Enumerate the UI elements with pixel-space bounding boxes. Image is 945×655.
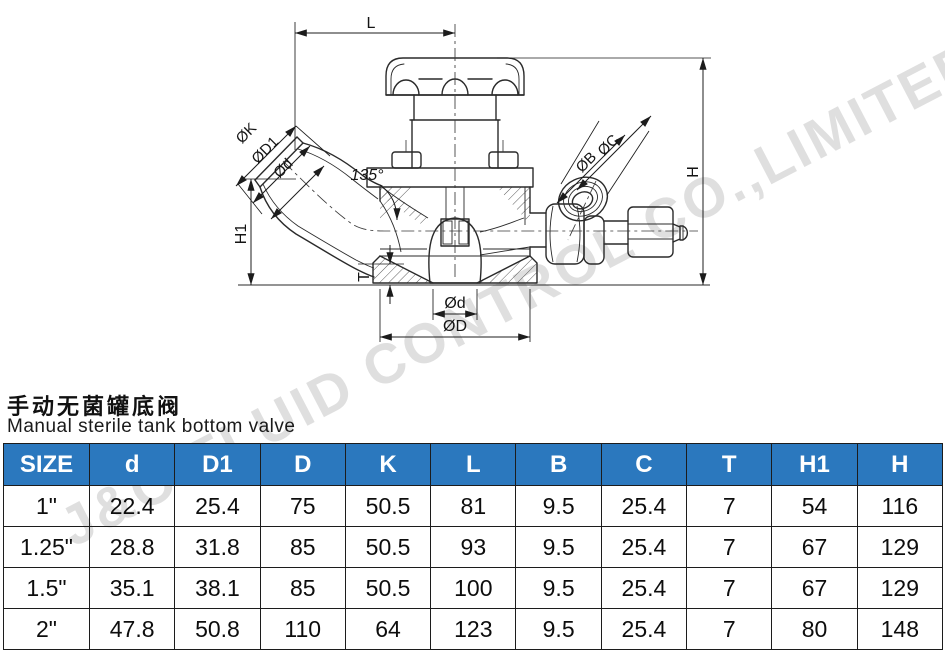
table-header-row: SIZE d D1 D K L B C T H1 H — [3, 443, 944, 486]
section-hatching — [373, 187, 537, 283]
cell-value: 123 — [430, 608, 517, 650]
cell-value: 25.4 — [600, 526, 688, 568]
cell-value: 110 — [259, 608, 346, 650]
side-port-assembly — [529, 176, 689, 265]
cell-value: 116 — [856, 485, 944, 527]
cell-value: 7 — [686, 485, 773, 527]
cell-value: 22.4 — [88, 485, 176, 527]
col-header-K: K — [344, 443, 432, 486]
product-title-english: Manual sterile tank bottom valve — [7, 416, 296, 437]
table-row: 1" 22.4 25.4 75 50.5 81 9.5 25.4 7 54 11… — [3, 485, 944, 527]
dim-label-C: ØC — [594, 131, 622, 159]
cell-value: 81 — [430, 485, 517, 527]
cell-value: 85 — [259, 526, 346, 568]
cell-value: 25.4 — [174, 485, 261, 527]
col-header-C: C — [600, 443, 688, 486]
cell-value: 7 — [686, 608, 773, 650]
cell-value: 9.5 — [515, 485, 602, 527]
cell-value: 129 — [856, 567, 944, 609]
col-header-D1: D1 — [174, 443, 261, 486]
cell-value: 9.5 — [515, 526, 602, 568]
cell-size: 1" — [3, 485, 90, 527]
dim-label-T: T — [356, 272, 373, 282]
cell-value: 25.4 — [600, 567, 688, 609]
cell-value: 67 — [771, 526, 858, 568]
dim-label-D-bottom: ØD — [443, 318, 467, 335]
cell-value: 28.8 — [88, 526, 176, 568]
cell-value: 47.8 — [88, 608, 176, 650]
cell-value: 25.4 — [600, 608, 688, 650]
cell-value: 80 — [771, 608, 858, 650]
table-row: 1.5" 35.1 38.1 85 50.5 100 9.5 25.4 7 67… — [3, 567, 944, 609]
cell-size: 1.25" — [3, 526, 90, 568]
dimension-annotations: L H H1 T Ød ØD — [233, 15, 711, 342]
dim-label-L: L — [367, 15, 376, 32]
valve-body — [366, 167, 534, 257]
col-header-T: T — [686, 443, 773, 486]
cell-size: 2" — [3, 608, 90, 650]
cell-value: 129 — [856, 526, 944, 568]
cell-value: 67 — [771, 567, 858, 609]
product-title-chinese: 手动无菌罐底阀 — [7, 394, 183, 419]
cell-value: 85 — [259, 567, 346, 609]
col-header-H: H — [856, 443, 944, 486]
bottom-flange — [238, 255, 710, 286]
cell-value: 9.5 — [515, 567, 602, 609]
table-row: 2" 47.8 50.8 110 64 123 9.5 25.4 7 80 14… — [3, 608, 944, 650]
cell-value: 35.1 — [88, 567, 176, 609]
cell-value: 50.5 — [344, 567, 432, 609]
dim-label-d-inlet: Ød — [270, 155, 296, 181]
valve-technical-drawing: L H H1 T Ød ØD — [233, 15, 711, 342]
col-header-B: B — [515, 443, 602, 486]
cell-value: 7 — [686, 526, 773, 568]
cell-value: 50.5 — [344, 485, 432, 527]
cell-size: 1.5" — [3, 567, 90, 609]
cell-value: 9.5 — [515, 608, 602, 650]
dim-label-d-bottom: Ød — [444, 295, 465, 312]
cell-value: 50.8 — [174, 608, 261, 650]
dim-label-angle: 135° — [350, 167, 384, 184]
dimension-table: SIZE d D1 D K L B C T H1 H 1" 22.4 25.4 … — [3, 443, 944, 650]
col-header-d: d — [88, 443, 176, 486]
cell-value: 93 — [430, 526, 517, 568]
col-header-D: D — [259, 443, 346, 486]
col-header-H1: H1 — [771, 443, 858, 486]
cell-value: 100 — [430, 567, 517, 609]
cell-value: 148 — [856, 608, 944, 650]
dim-label-K: ØK — [233, 120, 260, 147]
col-header-L: L — [430, 443, 517, 486]
cell-value: 25.4 — [600, 485, 688, 527]
cell-value: 38.1 — [174, 567, 261, 609]
cell-value: 50.5 — [344, 526, 432, 568]
table-row: 1.25" 28.8 31.8 85 50.5 93 9.5 25.4 7 67… — [3, 526, 944, 568]
cell-value: 64 — [344, 608, 432, 650]
cell-value: 75 — [259, 485, 346, 527]
handwheel — [385, 57, 525, 96]
cell-value: 7 — [686, 567, 773, 609]
dim-label-H: H — [685, 166, 702, 178]
col-header-size: SIZE — [3, 443, 90, 486]
dim-label-B: ØB — [573, 149, 600, 176]
cell-value: 54 — [771, 485, 858, 527]
dim-label-H1: H1 — [233, 224, 250, 245]
cell-value: 31.8 — [174, 526, 261, 568]
